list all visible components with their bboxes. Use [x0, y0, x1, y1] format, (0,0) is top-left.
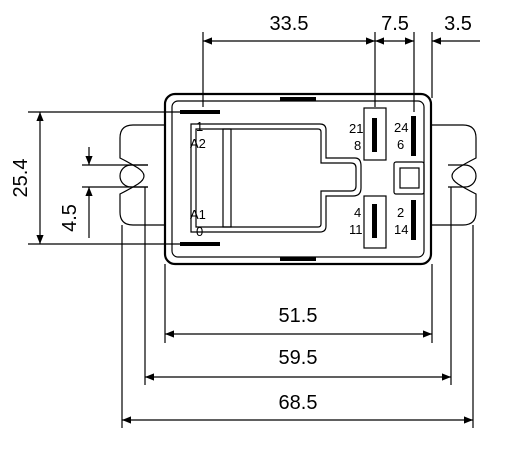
dim-label-bottom-c: 68.5: [279, 392, 318, 414]
pin-label-a1: A1: [190, 207, 206, 222]
pin-label-6: 6: [397, 137, 404, 152]
pin-label-24: 24: [394, 120, 408, 135]
pin-label-14: 14: [394, 222, 408, 237]
dim-label-top-b: 7.5: [381, 13, 409, 35]
left-mounting-flange: [119, 124, 165, 226]
pin-label-8: 8: [354, 138, 361, 153]
pin-label-2: 2: [397, 205, 404, 220]
right-mounting-flange: [431, 124, 477, 226]
relay-body-outer: [163, 92, 433, 266]
pin-label-4: 4: [354, 205, 361, 220]
dim-label-bottom-a: 51.5: [279, 305, 318, 327]
contact-pin-2-14: [411, 200, 416, 240]
coil-outline: [190, 123, 362, 233]
pin-label-a2: A2: [190, 136, 206, 151]
bottom-notch: [280, 257, 316, 261]
top-notch: [280, 97, 316, 101]
coil-pin-top: [180, 110, 220, 114]
dim-label-left-a: 25.4: [10, 159, 32, 198]
dim-label-left-b: 4.5: [59, 204, 81, 232]
contact-pin-24-6: [411, 116, 416, 156]
coil-pin-bottom: [180, 242, 220, 246]
contact-block-4-11: [363, 195, 387, 249]
pin-label-0: 0: [196, 224, 203, 239]
coil-inner-outline: [195, 128, 357, 228]
dim-label-bottom-b: 59.5: [279, 347, 318, 369]
contact-block-21-8: [363, 107, 387, 161]
pin-label-1: 1: [196, 119, 203, 134]
dim-label-top-c: 3.5: [444, 13, 472, 35]
side-latch: [393, 161, 425, 195]
right-mounting-slot: [448, 164, 477, 188]
dim-label-top-a: 33.5: [270, 13, 309, 35]
side-latch-inner: [399, 167, 420, 189]
pin-label-11: 11: [349, 222, 363, 237]
contact-pin-21-8: [372, 118, 377, 152]
contact-pin-4-11: [372, 204, 377, 238]
pin-label-21: 21: [349, 121, 363, 136]
extension-lines: [28, 32, 474, 428]
coil-core-band: [222, 128, 232, 228]
